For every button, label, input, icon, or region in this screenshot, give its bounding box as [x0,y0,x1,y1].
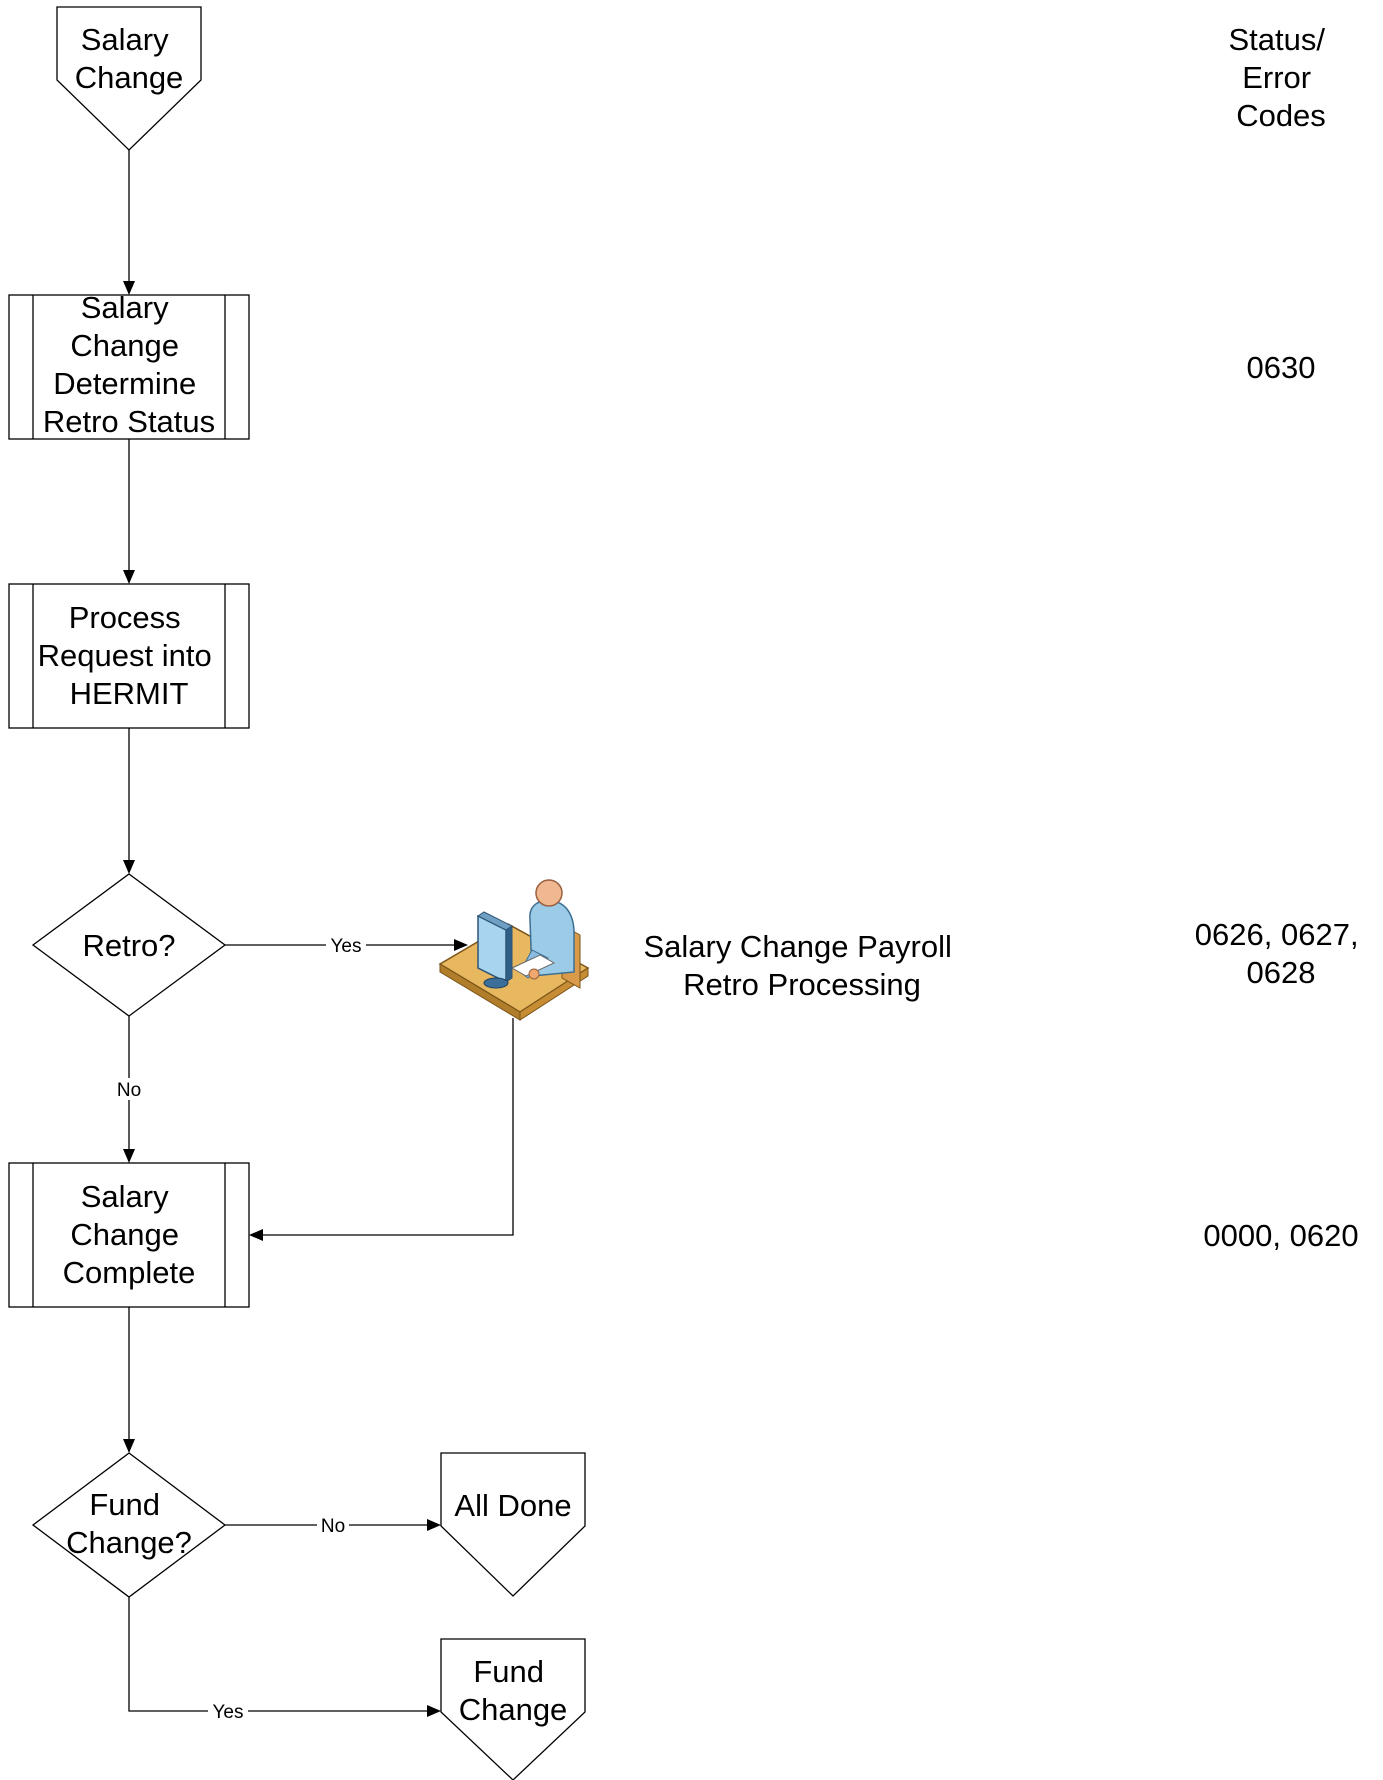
retro-no-label: No [117,1080,141,1101]
code-payroll-retro: 0626, 0627, 0628 [1195,917,1367,990]
determine-retro-line-4: Retro Status [43,404,215,439]
determine-retro-status-node: Salary Change Determine Retro Status [8,290,250,440]
code-payroll-retro-line-2: 0628 [1247,955,1316,990]
payroll-retro-label: Salary Change Payroll Retro Processing [643,929,960,1002]
salary-change-complete-line-1: Salary [81,1179,169,1214]
process-request-line-3: HERMIT [70,676,189,711]
codes-header-line-2: Error [1242,60,1311,95]
connector-fund-no: No [225,1514,441,1537]
fund-change-decision-line-1: Fund [89,1487,160,1522]
code-salary-change-complete: 0000, 0620 [1203,1218,1358,1253]
codes-header: Status/ Error Codes [1228,22,1333,133]
connector-start-to-determine [123,150,135,295]
process-request-line-2: Request into [38,638,212,673]
all-done-label: All Done [454,1488,571,1523]
all-done-node: All Done [440,1452,586,1597]
svg-text:Process Request into: Process Request into HERMIT [38,600,221,711]
code-payroll-retro-line-1: 0626, 0627, [1195,917,1359,952]
connector-payroll-to-complete [249,1018,514,1241]
retro-yes-label: Yes [331,936,362,957]
connector-fund-yes: Yes [128,1597,441,1723]
connector-retro-yes: Yes [225,934,468,957]
fund-yes-label: Yes [213,1702,244,1723]
fund-change-end-line-1: Fund [473,1654,544,1689]
connector-determine-to-process [123,439,135,584]
salary-change-start-line-1: Salary [81,22,169,57]
connector-process-to-retro [123,728,135,874]
codes-header-line-1: Status/ [1228,22,1325,57]
process-request-line-1: Process [69,600,181,635]
process-request-node: Process Request into HERMIT [8,583,250,729]
svg-text:Salary Change Comp: Salary Change Complete [63,1179,196,1290]
determine-retro-line-2: Change [70,328,179,363]
salary-change-start-line-2: Change [75,60,184,95]
svg-text:Fund Change?: Fund Change? [66,1487,192,1560]
determine-retro-line-3: Determine [53,366,196,401]
retro-decision-node: Retro? [31,873,227,1017]
person-at-computer-icon [438,879,590,1021]
salary-change-start-node: Salary Change [56,6,202,151]
fund-no-label: No [321,1516,345,1537]
codes-header-line-3: Codes [1236,98,1326,133]
determine-retro-line-1: Salary [81,290,169,325]
salary-change-complete-line-3: Complete [63,1255,196,1290]
payroll-retro-line-2: Retro Processing [683,967,921,1002]
fund-change-end-node: Fund Change [440,1638,586,1780]
fund-change-decision-node: Fund Change? [31,1452,227,1598]
code-determine-retro: 0630 [1247,350,1316,385]
payroll-retro-line-1: Salary Change Payroll [643,929,951,964]
salary-change-complete-line-2: Change [70,1217,179,1252]
svg-text:Salary Change Dete: Salary Change Determine Retro Status [43,290,215,439]
svg-text:Fund Change: Fund Change [459,1654,568,1727]
svg-text:Salary Change: Salary Change [75,22,184,95]
fund-change-end-line-2: Change [459,1692,568,1727]
salary-change-complete-node: Salary Change Complete [8,1162,250,1308]
connector-retro-no: No [112,1016,146,1163]
retro-decision-label: Retro? [82,928,175,963]
fund-change-decision-line-2: Change? [66,1525,192,1560]
connector-complete-to-fund [123,1307,135,1453]
